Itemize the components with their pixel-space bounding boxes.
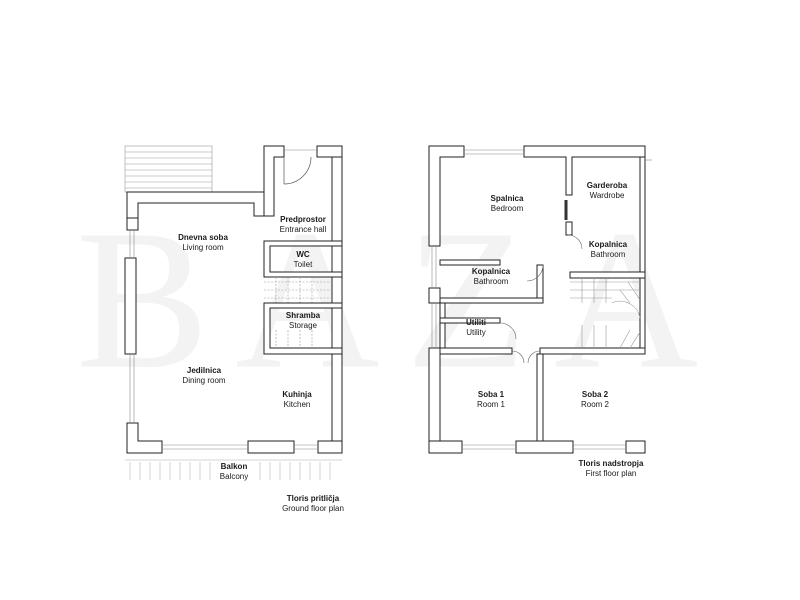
room-translation: Wardrobe	[589, 191, 625, 200]
ff-wall-bath-left-bottom	[439, 297, 544, 304]
ff-stairs	[570, 278, 641, 349]
room-name: Garderoba	[586, 181, 628, 190]
room-translation: Room 2	[580, 400, 610, 409]
room-label-toilet: WC Toilet	[294, 250, 313, 270]
room-name: Shramba	[285, 311, 321, 320]
room-label-room-2: Soba 2 Room 2	[581, 390, 609, 410]
wall-entrance-top-right	[316, 145, 343, 158]
ff-wall-bath-left	[439, 259, 501, 266]
ff-wall-left-lower	[428, 347, 441, 454]
plan-title: Tloris pritličja	[286, 494, 340, 503]
room-label-wardrobe: Garderoba Wardrobe	[587, 181, 627, 201]
entry-stairs	[124, 145, 213, 193]
room-translation: Bathroom	[473, 277, 509, 286]
wall-top	[126, 191, 265, 219]
room-name: Kuhinja	[282, 390, 312, 399]
entrance-door	[283, 156, 312, 185]
room-name: Balkon	[220, 462, 248, 471]
room-translation: Balcony	[219, 472, 249, 481]
plan-title: Tloris nadstropja	[578, 459, 644, 468]
room-translation: Kitchen	[283, 400, 311, 409]
wall-entrance-top-left	[263, 145, 285, 217]
room-translation: Storage	[288, 321, 318, 330]
room-label-bathroom-right: Kopalnica Bathroom	[589, 240, 627, 260]
room-name: Kopalnica	[588, 240, 628, 249]
wall-bottom-right	[317, 440, 343, 454]
room-label-bathroom-left: Kopalnica Bathroom	[472, 267, 510, 287]
ff-wall-mid-horizontal-right	[539, 347, 646, 355]
ff-wall-room-divider	[536, 353, 544, 454]
room-translation: Room 1	[476, 400, 506, 409]
room-translation: Entrance hall	[279, 225, 327, 234]
room-translation: Bathroom	[590, 250, 626, 259]
room-translation: Bedroom	[490, 204, 524, 213]
room-translation: Dining room	[182, 376, 226, 385]
plan-subtitle: Ground floor plan	[282, 504, 344, 513]
ground-stairs	[264, 277, 332, 352]
room-label-balcony: Balkon Balcony	[220, 462, 248, 482]
room-name: Predprostor	[280, 215, 326, 224]
wall-left-upper	[126, 217, 139, 231]
plan-subtitle: First floor plan	[585, 469, 637, 478]
ff-wall-right	[639, 156, 646, 354]
room-name: Jedilnica	[186, 366, 222, 375]
wall-bottom-middle	[247, 440, 295, 454]
room-label-room-1: Soba 1 Room 1	[477, 390, 505, 410]
ff-wall-bottom-right	[625, 440, 646, 454]
room-name: Dnevna soba	[178, 233, 228, 242]
room-label-kitchen: Kuhinja Kitchen	[282, 390, 311, 410]
room-name: WC	[296, 250, 310, 259]
room-translation: Toilet	[293, 260, 313, 269]
wall-left-mid	[124, 257, 137, 355]
ff-wall-bath-right	[569, 271, 646, 279]
room-translation: Utility	[466, 328, 486, 337]
ff-wall-utility	[439, 302, 446, 349]
ff-wall-top-right	[523, 145, 646, 196]
ground-floor-title: Tloris pritličja Ground floor plan	[282, 494, 344, 514]
wall-wc	[263, 240, 343, 278]
room-label-utility: Utiliti Utility	[466, 318, 486, 338]
ff-wall-left-mid	[428, 287, 441, 304]
wall-storage	[263, 302, 343, 355]
ff-wall-mid-horizontal	[439, 347, 513, 355]
balcony-deck	[125, 459, 342, 480]
room-translation: Living room	[182, 243, 224, 252]
wall-left-lower	[126, 422, 163, 454]
ff-wall-bottom-mid	[515, 440, 574, 454]
room-label-bedroom: Spalnica Bedroom	[491, 194, 524, 214]
ff-wall-wardrobe	[565, 221, 573, 236]
room-name: Spalnica	[490, 194, 524, 203]
ff-wall-bottom-left	[428, 440, 463, 454]
room-label-entrance-hall: Predprostor Entrance hall	[280, 215, 327, 235]
room-label-dining-room: Jedilnica Dining room	[182, 366, 225, 386]
room-name: Utiliti	[466, 318, 486, 327]
room-label-storage: Shramba Storage	[286, 311, 320, 331]
room-name: Soba 1	[477, 390, 505, 399]
first-floor-plan	[428, 145, 652, 454]
first-floor-title: Tloris nadstropja First floor plan	[579, 459, 644, 479]
room-name: Soba 2	[581, 390, 609, 399]
ff-wall-top-left	[428, 145, 465, 247]
room-name: Kopalnica	[471, 267, 511, 276]
room-label-living-room: Dnevna soba Living room	[178, 233, 228, 253]
ground-floor-plan	[124, 145, 343, 480]
